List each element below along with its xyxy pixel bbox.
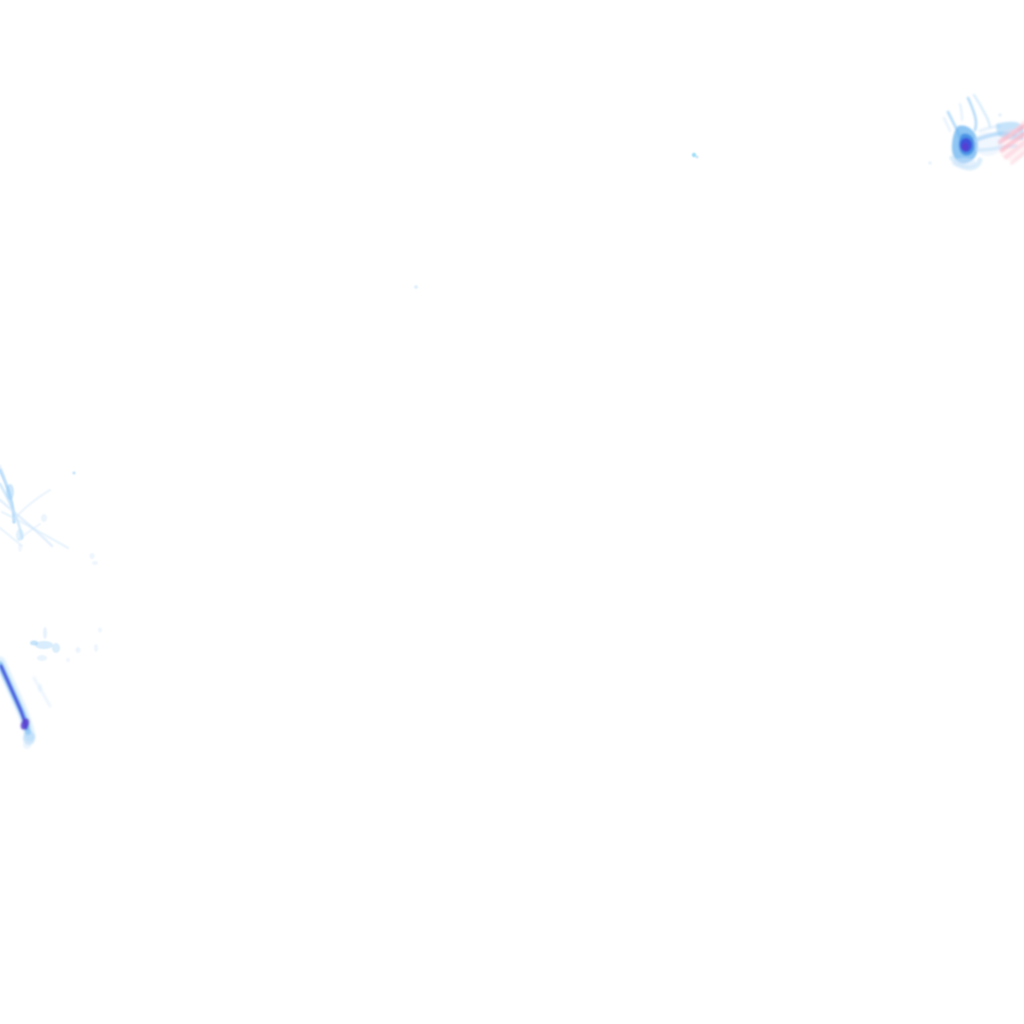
top-right-wisp-cluster [942, 94, 1024, 171]
isolated-specks [72, 113, 1002, 475]
lower-left-diagonal-streak [0, 656, 52, 749]
speck-left-mid [72, 471, 76, 475]
speck-center-upper [691, 152, 697, 158]
speck-center [414, 285, 418, 289]
left-edge-radiating-streaks [0, 464, 102, 662]
